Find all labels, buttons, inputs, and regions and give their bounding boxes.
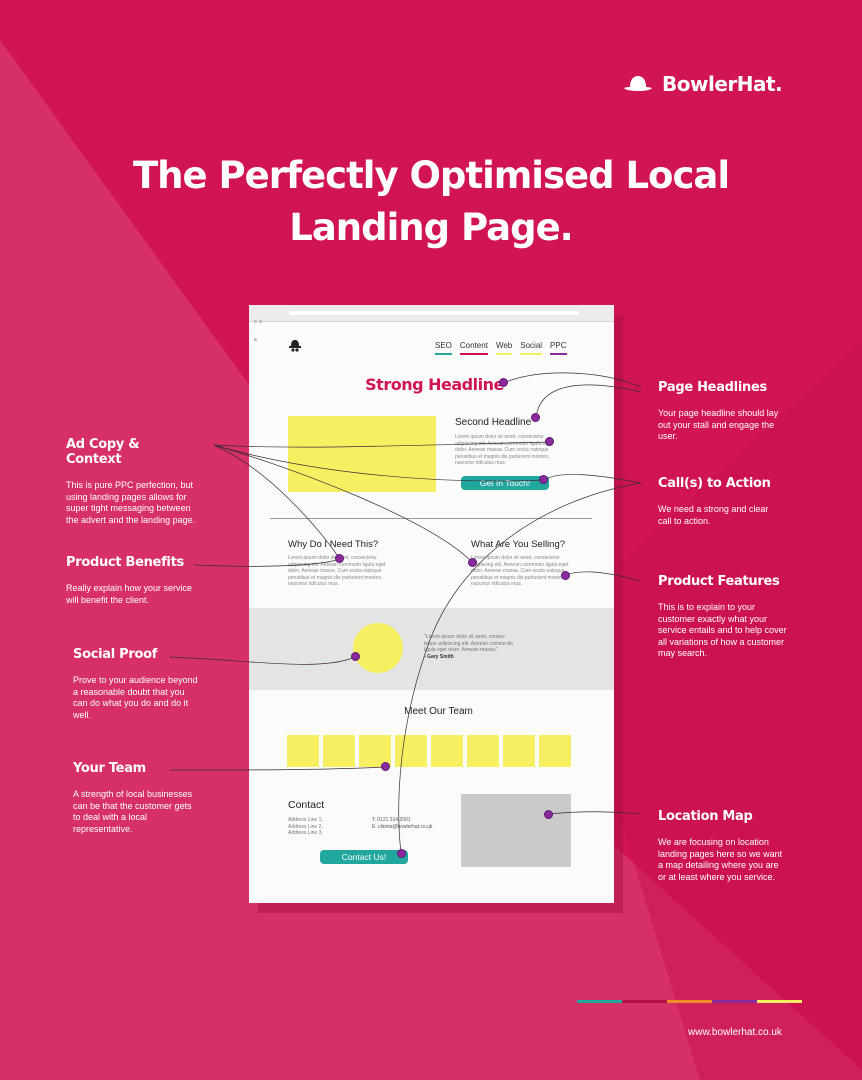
landing-page-mockup: SEO Content Web Social PPC Strong Headli… [249, 305, 614, 903]
what-title: What Are You Selling? [471, 539, 566, 550]
hero-image-placeholder [288, 416, 436, 492]
marker-team [381, 762, 390, 771]
annotation-calls-to-action: Call(s) to Action We need a strong and c… [658, 476, 783, 527]
nav-item-ppc[interactable]: PPC [550, 341, 567, 355]
marker-contact [397, 849, 406, 858]
annotation-title: Ad Copy & Context [66, 437, 140, 467]
marker-benefits [335, 554, 344, 563]
contact-email[interactable]: E: clients@bowlerhat.co.uk [372, 823, 433, 830]
nav-item-web[interactable]: Web [495, 341, 513, 355]
footer-color-bar [577, 1000, 802, 1003]
annotation-title: Social Proof [73, 647, 158, 662]
annotation-title: Product Features [658, 574, 780, 589]
nav-item-content[interactable]: Content [459, 341, 488, 355]
team-member-photo [431, 735, 463, 767]
what-body-text: Lorem ipsum dolor sit amet, consectetur … [471, 555, 569, 587]
marker-headline [499, 378, 508, 387]
bowler-hat-icon [624, 76, 652, 91]
contact-phone: T: 0121 314 2001 [372, 817, 411, 823]
annotation-social-proof: Social Proof Prove to your audience beyo… [73, 647, 201, 721]
footer-url[interactable]: www.bowlerhat.co.uk [688, 1027, 782, 1038]
testimonial-photo [353, 623, 403, 673]
mockup-nav: SEO Content Web Social PPC [435, 341, 567, 355]
annotation-desc: Really explain how your service will ben… [66, 583, 193, 605]
page-title: The Perfectly Optimised Local Landing Pa… [0, 150, 862, 254]
page-title-line-2: Landing Page. [289, 206, 574, 249]
marker-selling [468, 558, 477, 567]
testimonial-section [249, 608, 614, 690]
annotation-desc: This is pure PPC perfection, but using l… [66, 480, 196, 525]
address-line: Address Line 1, [288, 817, 323, 823]
team-grid [287, 735, 571, 767]
team-member-photo [467, 735, 499, 767]
team-member-photo [539, 735, 571, 767]
section-divider [270, 518, 592, 519]
location-map-placeholder [461, 794, 571, 867]
annotation-title: Your Team [73, 761, 146, 776]
annotation-your-team: Your Team A strength of local businesses… [73, 761, 201, 835]
browser-url-field [289, 311, 579, 315]
brand-logo: BowlerHat. [622, 72, 783, 96]
team-member-photo [323, 735, 355, 767]
browser-bar [249, 305, 614, 341]
nav-item-seo[interactable]: SEO [435, 341, 452, 355]
annotation-ad-copy: Ad Copy & Context This is pure PPC perfe… [66, 437, 196, 526]
mockup-headline: Strong Headline [365, 375, 504, 394]
second-headline: Second Headline [455, 417, 532, 428]
browser-dots [254, 310, 268, 341]
annotation-desc: We need a strong and clear call to actio… [658, 504, 769, 526]
page-title-line-1: The Perfectly Optimised Local [132, 154, 730, 197]
nav-item-social[interactable]: Social [520, 341, 542, 355]
annotation-page-headlines: Page Headlines Your page headline should… [658, 380, 783, 443]
annotation-title: Page Headlines [658, 380, 767, 395]
get-in-touch-button[interactable]: Get In Touch! [461, 476, 549, 490]
marker-social-proof [351, 652, 360, 661]
marker-cta [539, 475, 548, 484]
hero-body-text: Lorem ipsum dolor sit amet, consectetur … [455, 434, 553, 466]
team-member-photo [359, 735, 391, 767]
annotation-product-benefits: Product Benefits Really explain how your… [66, 555, 201, 606]
testimonial-quote: "Lorem ipsum dolor sit amet, consec-tetu… [424, 634, 513, 653]
contact-title: Contact [288, 799, 325, 811]
annotation-title: Product Benefits [66, 555, 184, 570]
team-member-photo [287, 735, 319, 767]
annotation-desc: This is to explain to your customer exac… [658, 602, 787, 658]
address-line: Address Line 3, [288, 830, 323, 836]
annotation-desc: We are focusing on location landing page… [658, 837, 783, 882]
marker-features [561, 571, 570, 580]
testimonial-author: - Gary Smith [424, 654, 454, 660]
contact-details: T: 0121 314 2001 E: clients@bowlerhat.co… [372, 817, 432, 830]
address-block: Address Line 1, Address Line 2, Address … [288, 817, 323, 837]
marker-map [544, 810, 553, 819]
annotation-location-map: Location Map We are focusing on location… [658, 809, 786, 883]
team-member-photo [395, 735, 427, 767]
contact-us-button[interactable]: Contact Us! [320, 850, 408, 864]
why-title: Why Do I Need This? [288, 539, 379, 550]
marker-second-headline [531, 413, 540, 422]
annotation-desc: Prove to your audience beyond a reasonab… [73, 675, 198, 720]
annotation-title: Call(s) to Action [658, 476, 771, 491]
marker-ad-copy [545, 437, 554, 446]
mockup-logo-icon [289, 340, 301, 352]
team-title: Meet Our Team [404, 706, 473, 717]
annotation-product-features: Product Features This is to explain to y… [658, 574, 788, 660]
annotation-desc: A strength of local businesses can be th… [73, 789, 193, 834]
brand-name: BowlerHat. [662, 72, 783, 96]
annotation-desc: Your page headline should lay out your s… [658, 408, 779, 441]
address-line: Address Line 2, [288, 823, 323, 830]
annotation-title: Location Map [658, 809, 753, 824]
why-body-text: Lorem ipsum dolor sit amet, consectetur … [288, 555, 386, 587]
team-member-photo [503, 735, 535, 767]
